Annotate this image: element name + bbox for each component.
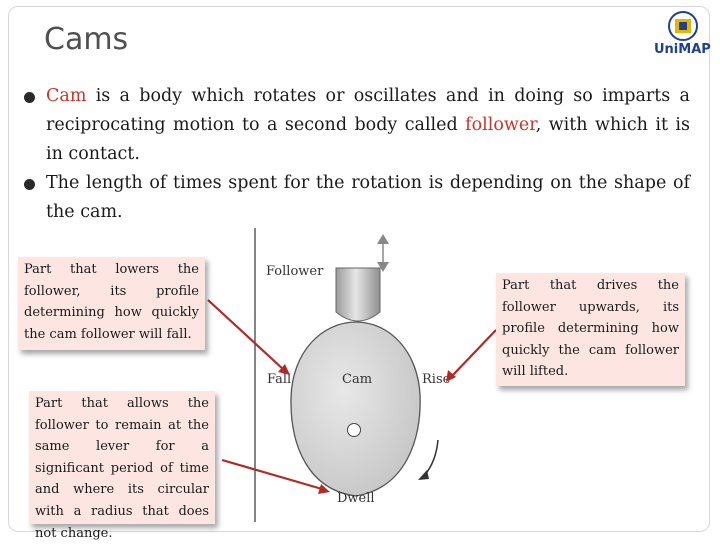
follower-body xyxy=(335,267,381,322)
logo-text: UniMAP xyxy=(654,42,711,57)
bullet-2: The length of times spent for the rotati… xyxy=(24,169,690,227)
fall-callout-arrow xyxy=(207,299,285,371)
slide-frame xyxy=(8,6,710,532)
rise-callout-arrow xyxy=(451,329,497,377)
cam-shaft-hole xyxy=(347,423,361,437)
bullet-1-text-end: , with which it is in contact. xyxy=(46,115,691,164)
follower-label: Follower xyxy=(266,264,324,279)
bullet-2-text: The length of times spent for the rotati… xyxy=(46,173,690,222)
cam-profile xyxy=(290,321,421,497)
follower-arrow-up-icon xyxy=(377,234,389,244)
slide-title: Cams xyxy=(44,22,129,57)
rise-label: Rise xyxy=(422,372,451,387)
dwell-callout-arrow xyxy=(221,458,323,491)
dwell-note: Part that allows the follower to remain … xyxy=(29,391,215,541)
bullet-1: Cam is a body which rotates or oscillate… xyxy=(24,82,691,169)
university-logo xyxy=(668,11,698,41)
cam-label: Cam xyxy=(342,372,372,387)
dwell-label: Dwell xyxy=(337,491,375,506)
bullet-1-text: is a body which rotates or oscillates an… xyxy=(46,86,690,135)
bullet-dot xyxy=(24,179,35,190)
bullet-1-term-cam: Cam xyxy=(46,86,87,106)
rotation-arrow-icon xyxy=(423,439,439,477)
fall-label: Fall xyxy=(267,372,291,387)
bullet-dot xyxy=(24,92,35,103)
rise-note: Part that drives the follower upwards, i… xyxy=(496,273,685,386)
follower-arrow-down-icon xyxy=(377,262,389,272)
bullet-1-term-follower: follower xyxy=(465,115,536,135)
fall-note: Part that lowers the follower, its profi… xyxy=(18,257,205,350)
